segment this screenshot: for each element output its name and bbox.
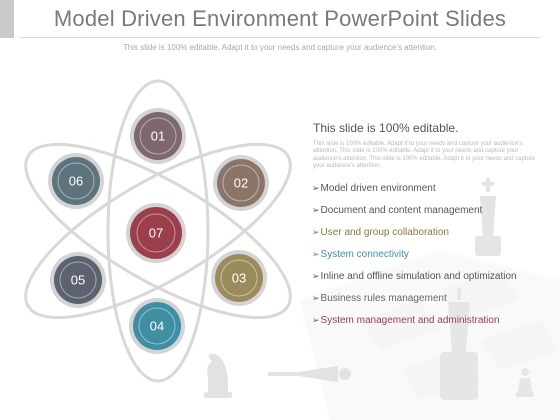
node-03: 03 [210,249,268,307]
orbit-group [24,79,292,383]
node-label: 02 [234,176,248,191]
bullet-text: Document and content management [320,204,483,216]
node-07: 07 [125,202,187,264]
board-square [480,320,560,370]
fallen-piece-icon [268,366,351,382]
node-inner-ring [136,213,176,253]
node-05: 05 [49,251,107,309]
node-disc [52,157,100,205]
node-label: 01 [151,129,165,144]
bullet-item: ➢User and group collaboration [312,221,543,243]
bullet-text: Business rules management [320,292,447,304]
bullet-item: ➢System management and administration [312,309,543,331]
bullet-text: System management and administration [320,314,500,326]
bullet-text: Inline and offline simulation and optimi… [320,270,517,282]
node-label: 05 [71,273,85,288]
arrow-bullet-icon: ➢ [312,314,320,325]
arrow-bullet-icon: ➢ [312,292,320,303]
bullet-item: ➢Model driven environment [312,177,543,199]
node-inner-ring [220,259,258,297]
board-square [360,300,440,350]
arrow-bullet-icon: ➢ [312,226,320,237]
node-label: 06 [69,174,83,189]
node-04: 04 [128,297,186,355]
corner-tab [0,0,14,38]
panel-heading: This slide is 100% editable. [313,121,459,135]
bullet-item: ➢Inline and offline simulation and optim… [312,265,543,287]
text-panel: This slide is 100% editable. This slide … [312,121,543,331]
bullet-text: User and group collaboration [320,226,449,238]
panel-body-text: This slide is 100% editable. Adapt it to… [313,141,536,170]
orbit-diagonal-left [24,142,292,320]
node-disc [215,254,263,302]
orbit-diagonal-right [24,142,292,320]
node-06: 06 [47,152,105,210]
bullet-item: ➢Document and content management [312,199,543,221]
node-disc [134,112,182,160]
node-group: 01 02 03 04 05 [47,107,270,355]
bullet-text: System connectivity [320,248,409,260]
node-disc [54,256,102,304]
node-02: 02 [212,154,270,212]
node-inner-ring [139,117,177,155]
arrow-bullet-icon: ➢ [312,270,320,281]
bullet-text: Model driven environment [320,182,436,194]
bullet-item: ➢Business rules management [312,287,543,309]
bullet-list: ➢Model driven environment ➢Document and … [312,177,543,331]
node-disc [217,159,265,207]
node-inner-ring [222,164,260,202]
slide-title: Model Driven Environment PowerPoint Slid… [53,6,507,31]
chess-king-icon [440,288,478,400]
arrow-bullet-icon: ➢ [312,204,320,215]
node-inner-ring [138,307,176,345]
orbit-vertical [106,79,210,383]
node-label: 03 [232,271,246,286]
title-divider [20,37,540,38]
chess-pawn-icon [516,368,534,397]
node-disc [130,207,182,259]
arrow-bullet-icon: ➢ [312,248,320,259]
node-label: 07 [149,226,163,241]
bullet-item: ➢System connectivity [312,243,543,265]
node-inner-ring [57,162,95,200]
slide-subtitle: This slide is 100% editable. Adapt it to… [122,43,438,52]
node-inner-ring [59,261,97,299]
node-label: 04 [150,319,164,334]
node-01: 01 [129,107,187,165]
node-disc [133,302,181,350]
arrow-bullet-icon: ➢ [312,182,320,193]
chess-king-icon [475,178,501,256]
chess-knight-icon [204,353,232,398]
